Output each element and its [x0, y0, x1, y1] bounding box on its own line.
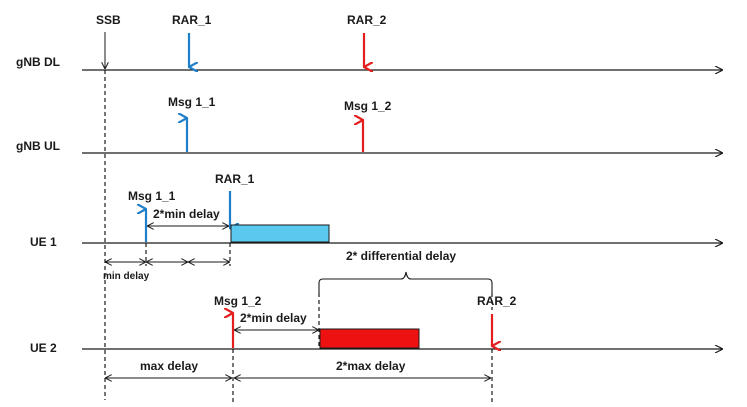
- max-delay-2x-label: 2*max delay: [336, 359, 406, 373]
- min-delay-2x-ue2-label: 2*min delay: [240, 311, 307, 325]
- rar2-top-label: RAR_2: [347, 13, 387, 27]
- rar1-top-label: RAR_1: [172, 13, 212, 27]
- gnb-ul-label: gNB UL: [16, 139, 60, 153]
- ue1-label: UE 1: [30, 235, 57, 249]
- max-delay-label: max delay: [140, 359, 198, 373]
- msg12-gnb-label: Msg 1_2: [344, 99, 392, 113]
- ue1-processing-box: [230, 224, 330, 243]
- ue2-label: UE 2: [30, 341, 57, 355]
- rar1-ue1-label: RAR_1: [215, 172, 255, 186]
- rar2-ue2-label: RAR_2: [477, 294, 517, 308]
- min-delay-2x-ue1-label: 2*min delay: [153, 207, 220, 221]
- diff-delay-label: 2* differential delay: [346, 249, 456, 263]
- gnb-dl-label: gNB DL: [16, 55, 60, 69]
- min-delay-label: min delay: [103, 271, 150, 282]
- diff-delay-brace: [318, 271, 493, 293]
- msg11-ue1-label: Msg 1_1: [128, 189, 176, 203]
- msg12-ue2-label: Msg 1_2: [214, 294, 262, 308]
- ssb-label: SSB: [96, 13, 121, 27]
- msg11-gnb-label: Msg 1_1: [168, 95, 216, 109]
- ue2-processing-box: [319, 328, 420, 349]
